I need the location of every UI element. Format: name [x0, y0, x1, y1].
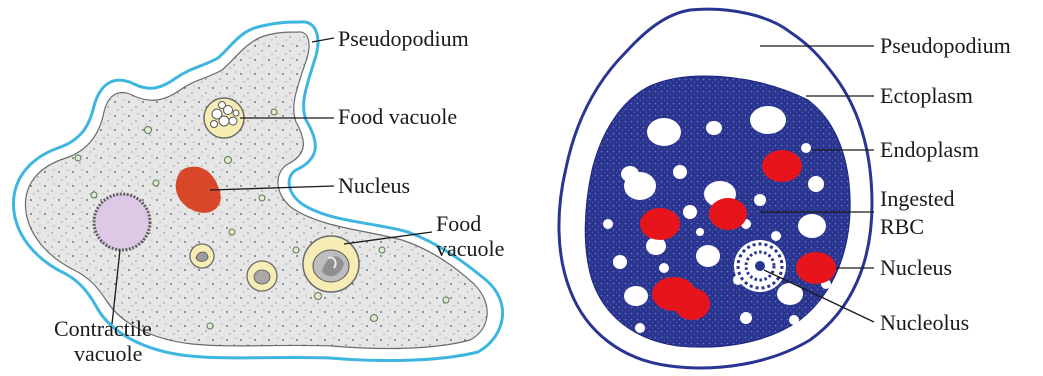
label-pseudopodium-right: Pseudopodium [880, 33, 1011, 58]
label-ingested-2: RBC [880, 214, 924, 239]
right-trophozoite: Pseudopodium Ectoplasm Endoplasm Ingeste… [559, 9, 1011, 368]
nucleolus [734, 240, 786, 292]
label-ectoplasm: Ectoplasm [880, 83, 973, 108]
food-vacuole-large [303, 236, 359, 292]
label-contractile-1: Contractile [54, 316, 152, 341]
label-food-vacuole-right-1: Food [436, 211, 481, 236]
label-ingested-1: Ingested [880, 186, 955, 211]
label-endoplasm: Endoplasm [880, 137, 979, 162]
label-food-vacuole-top: Food vacuole [338, 104, 457, 129]
left-amoeba: Pseudopodium Food vacuole Nucleus Food v… [13, 22, 504, 366]
food-vacuole-small-1 [190, 244, 214, 268]
label-contractile-2: vacuole [74, 341, 142, 366]
food-vacuole-small-2 [247, 261, 277, 291]
contractile-vacuole [94, 194, 150, 250]
label-nucleus-left: Nucleus [338, 173, 410, 198]
label-nucleus-right: Nucleus [880, 255, 952, 280]
food-vacuole-top [204, 98, 244, 138]
label-nucleolus: Nucleolus [880, 310, 969, 335]
label-pseudopodium-left: Pseudopodium [338, 26, 469, 51]
label-food-vacuole-right-2: vacuole [436, 236, 504, 261]
nucleus-right [796, 252, 836, 284]
